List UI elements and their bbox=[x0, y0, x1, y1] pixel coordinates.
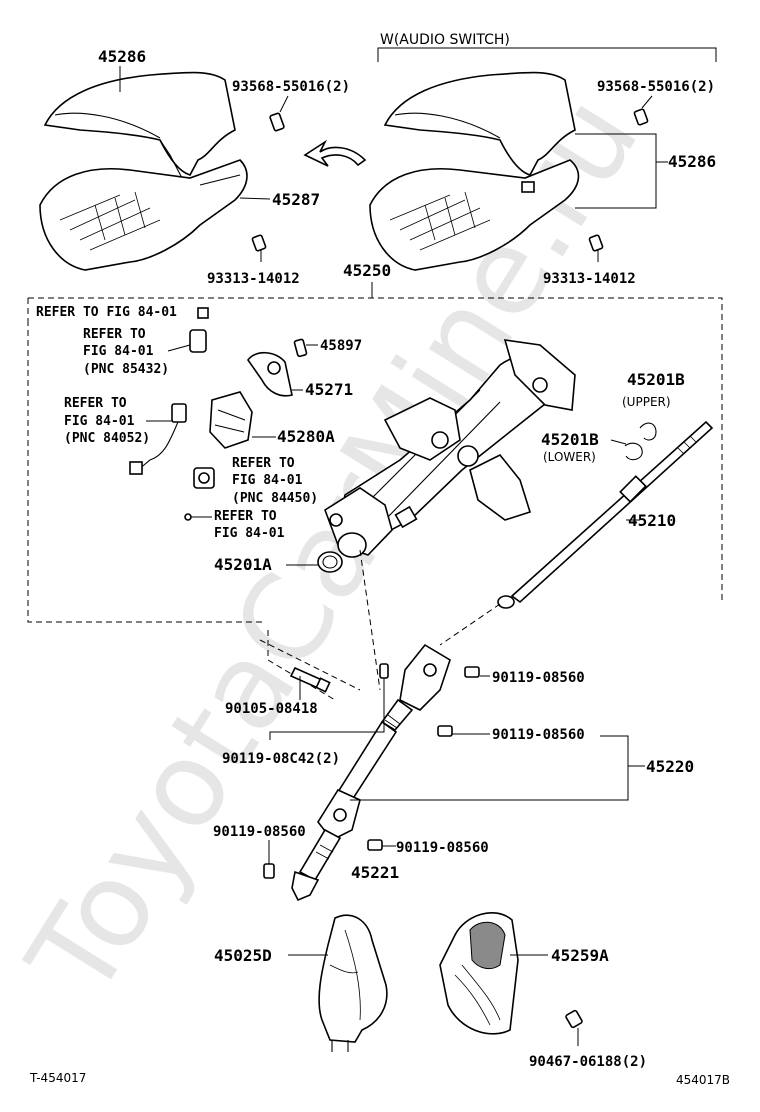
label-90105: 90105-08418 bbox=[225, 701, 318, 717]
refer-a1: REFER TO bbox=[83, 327, 146, 342]
bracket-45271 bbox=[247, 351, 303, 397]
column-cover-left bbox=[39, 71, 248, 271]
footer-code-right: 454017B bbox=[676, 1073, 730, 1087]
refer-c2: FIG 84-01 bbox=[232, 473, 303, 488]
refer-b3: (PNC 84052) bbox=[64, 431, 150, 446]
label-93568-left: 93568-55016(2) bbox=[232, 79, 350, 95]
refer-a3: (PNC 85432) bbox=[83, 362, 169, 377]
label-45897: 45897 bbox=[320, 338, 362, 354]
label-90467: 90467-06188(2) bbox=[529, 1054, 647, 1070]
bolt-90119-08560-b bbox=[437, 725, 490, 737]
screw-93313-right bbox=[588, 234, 604, 262]
screw-93568-right bbox=[633, 95, 653, 126]
bolt-90119-08560-c bbox=[263, 840, 275, 879]
boot-45025D bbox=[288, 914, 388, 1052]
clip-90467 bbox=[565, 1009, 583, 1046]
bolt-90119-08560-d bbox=[367, 839, 396, 851]
label-45201B-upper: 45201B bbox=[627, 370, 685, 389]
column-cover-right bbox=[369, 71, 580, 271]
bushing-45201B-upper bbox=[639, 422, 657, 441]
intermediate-shaft-45220 bbox=[317, 643, 451, 842]
arrow-icon bbox=[303, 139, 367, 167]
refer-a2: FIG 84-01 bbox=[83, 344, 154, 359]
variant-label: W(AUDIO SWITCH) bbox=[380, 32, 510, 48]
bolt-90105-08418 bbox=[289, 666, 331, 700]
label-45259A: 45259A bbox=[551, 946, 609, 965]
label-90119-08560-a: 90119-08560 bbox=[492, 670, 585, 686]
label-lower: (LOWER) bbox=[543, 450, 596, 464]
label-45271: 45271 bbox=[305, 380, 353, 399]
switch-84450 bbox=[184, 467, 215, 521]
bolt-90119-08560-a bbox=[464, 666, 490, 678]
label-45210: 45210 bbox=[628, 511, 676, 530]
label-45286-left: 45286 bbox=[98, 47, 146, 66]
refer-b1: REFER TO bbox=[64, 396, 127, 411]
screw-93313-left bbox=[251, 234, 267, 262]
label-45280A: 45280A bbox=[277, 427, 335, 446]
label-93313-left: 93313-14012 bbox=[207, 271, 300, 287]
label-45287: 45287 bbox=[272, 190, 320, 209]
label-90119-08560-d: 90119-08560 bbox=[396, 840, 489, 856]
bushing-45201A bbox=[286, 551, 343, 573]
label-45201A: 45201A bbox=[214, 555, 272, 574]
steering-column-tube bbox=[324, 339, 576, 558]
label-45250: 45250 bbox=[343, 261, 391, 280]
guide-lines bbox=[259, 549, 501, 701]
label-45286-right: 45286 bbox=[668, 152, 716, 171]
label-90119-08C42: 90119-08C42(2) bbox=[222, 751, 340, 767]
label-93313-right: 93313-14012 bbox=[543, 271, 636, 287]
assembly-boundary bbox=[27, 297, 723, 623]
screw-93568-left bbox=[269, 95, 289, 132]
switch-45280A bbox=[209, 391, 276, 449]
switch-85432 bbox=[189, 307, 209, 353]
refer-top: REFER TO FIG 84-01 bbox=[36, 305, 177, 320]
joint-45221 bbox=[291, 828, 342, 902]
refer-b2: FIG 84-01 bbox=[64, 414, 135, 429]
label-93568-right: 93568-55016(2) bbox=[597, 79, 715, 95]
label-45221: 45221 bbox=[351, 863, 399, 882]
refer-d1: REFER TO bbox=[214, 509, 277, 524]
bolt-45897 bbox=[293, 338, 318, 358]
bushing-45201B-lower bbox=[610, 439, 643, 461]
refer-c3: (PNC 84450) bbox=[232, 491, 318, 506]
label-45220: 45220 bbox=[646, 757, 694, 776]
switch-84052 bbox=[129, 403, 187, 475]
label-90119-08560-c: 90119-08560 bbox=[213, 824, 306, 840]
refer-c1: REFER TO bbox=[232, 456, 295, 471]
footer-code-left: T-454017 bbox=[29, 1071, 86, 1085]
variant-bracket: W(AUDIO SWITCH) bbox=[377, 32, 717, 62]
label-90119-08560-b: 90119-08560 bbox=[492, 727, 585, 743]
main-shaft-45210 bbox=[497, 420, 714, 609]
bolt-90119-08C42 bbox=[269, 663, 389, 740]
label-upper: (UPPER) bbox=[622, 395, 671, 409]
refer-d2: FIG 84-01 bbox=[214, 526, 285, 541]
label-45025D: 45025D bbox=[214, 946, 272, 965]
boot-45259A bbox=[439, 911, 548, 1035]
label-45201B-lower: 45201B bbox=[541, 430, 599, 449]
